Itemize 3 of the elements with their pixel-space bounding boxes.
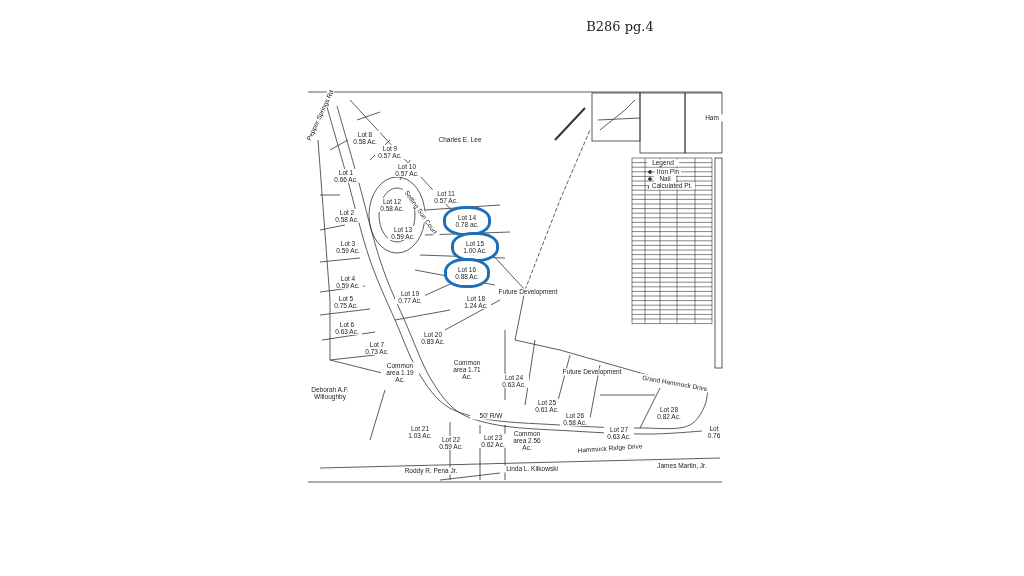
highlighted-lot-outline <box>451 232 499 262</box>
highlighted-lot-outline <box>444 258 490 288</box>
highlighted-lot-outline <box>443 206 491 236</box>
